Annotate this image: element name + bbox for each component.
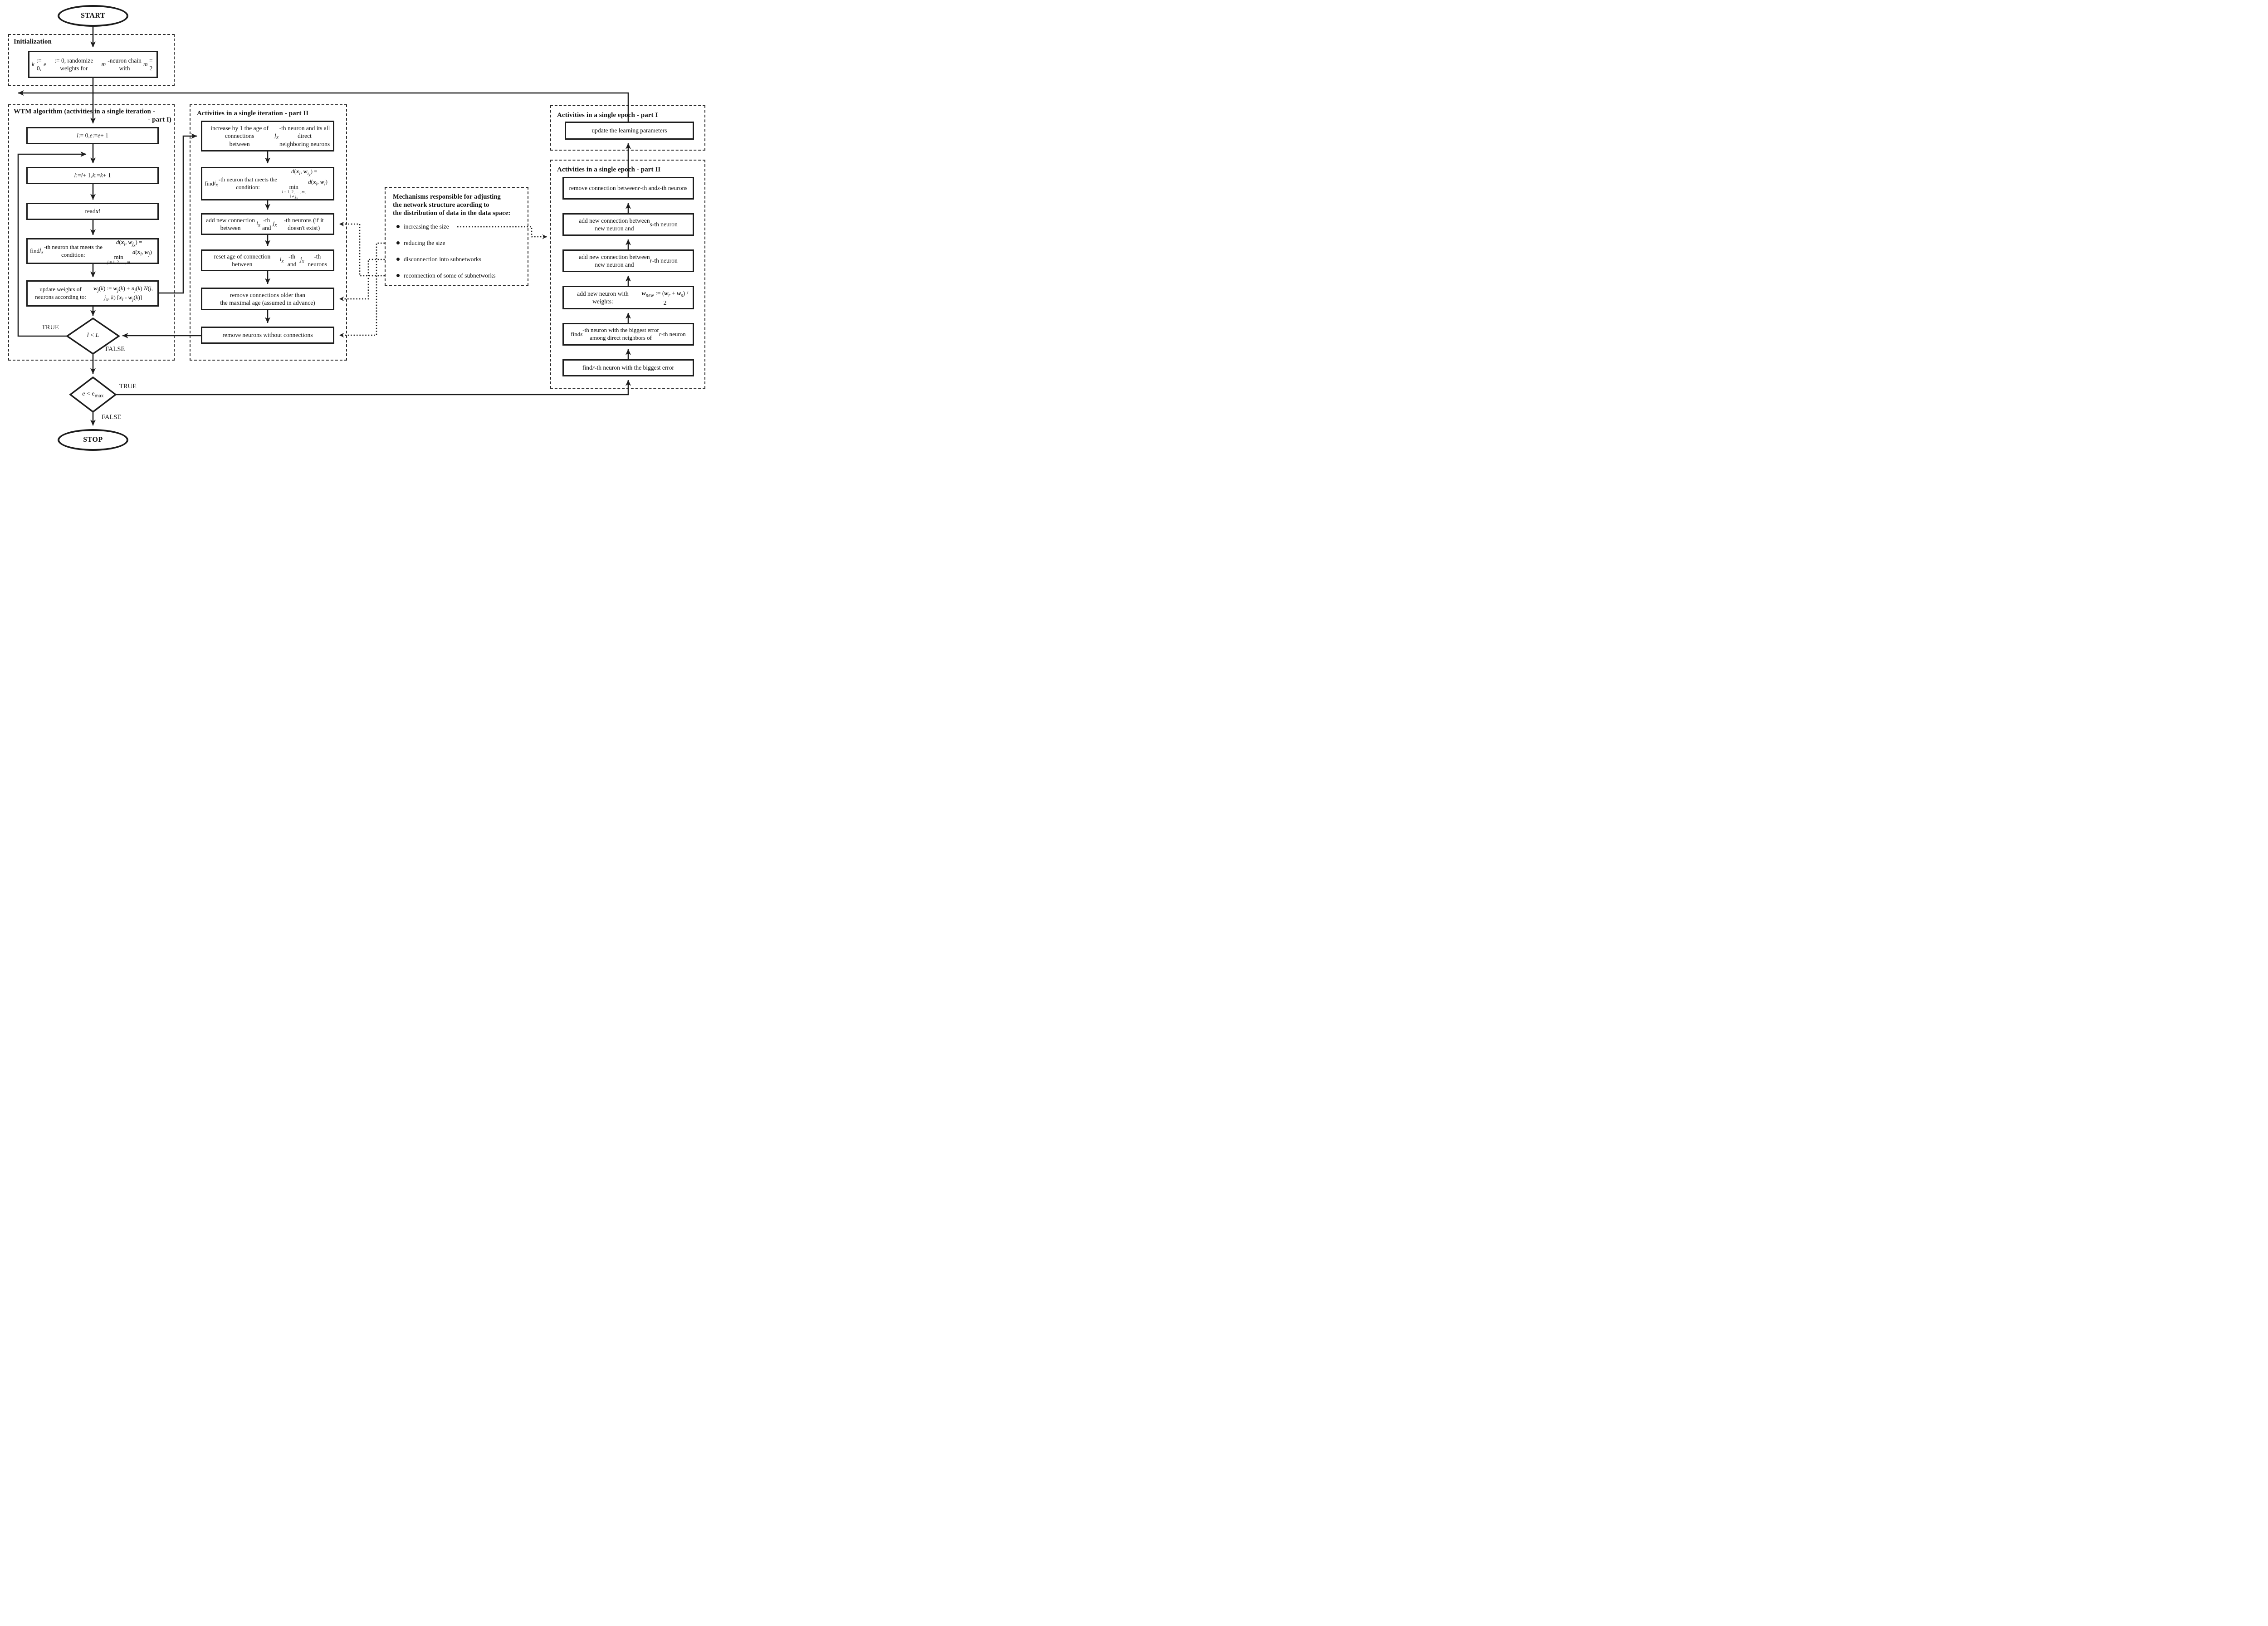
decision2-false-label: FALSE xyxy=(102,414,122,421)
bullet-dot-icon xyxy=(396,274,400,277)
start-terminal: START xyxy=(58,5,128,27)
wtm-title-line2: - part I) xyxy=(148,116,171,123)
solid-connectors xyxy=(17,27,631,426)
wtm-part1-section xyxy=(8,104,175,361)
bullet-dot-icon xyxy=(396,225,400,228)
wtm-title-line1: WTM algorithm (activities in a single it… xyxy=(14,108,155,115)
arrow-epoch-return-line xyxy=(18,90,629,122)
dotted-increasing-to-epoch2 xyxy=(457,226,547,239)
iter2-box-find-second: find ix-th neuron that meets the conditi… xyxy=(201,167,334,200)
mechanism-reducing-label: reducing the size xyxy=(404,239,445,246)
connector-layer xyxy=(17,27,631,426)
iter2-box-remove-neurons: remove neurons without connections xyxy=(201,327,334,344)
stop-terminal: STOP xyxy=(58,429,128,451)
wtm-box-find-winner: find jx-th neuron that meets the conditi… xyxy=(26,238,159,264)
wtm-box-reset-counters: l := 0, e := e + 1 xyxy=(26,127,159,144)
mechanism-reducing: reducing the size xyxy=(396,239,445,247)
decision2-label: e < emax xyxy=(82,391,104,399)
mechanism-reconnection: reconnection of some of subnetworks xyxy=(396,272,495,279)
dotted-reconnection-to-add-connection xyxy=(339,221,385,277)
stop-label: STOP xyxy=(83,436,103,444)
epoch2-title: Activities in a single epoch - part II xyxy=(557,166,661,173)
decision1-false-label: FALSE xyxy=(105,346,125,353)
decision2-true-label: TRUE xyxy=(119,383,137,390)
arrow-wtm-to-iteration2 xyxy=(159,133,197,294)
mechanisms-title-line2: the network structure acording to xyxy=(393,201,489,209)
mechanisms-section xyxy=(385,187,528,286)
epoch2-box-add-neuron: add new neuron with weights:wnew := (wr … xyxy=(562,286,694,309)
start-label: START xyxy=(80,12,106,20)
initialization-section xyxy=(8,34,175,86)
epoch1-title: Activities in a single epoch - part I xyxy=(557,112,658,119)
decision2-diamond xyxy=(69,376,117,413)
epoch1-box-update-parameters: update the learning parameters xyxy=(565,122,694,140)
arrow-loop-true-back xyxy=(17,151,87,337)
decision1-label: l < L xyxy=(87,332,99,339)
iteration2-title: Activities in a single iteration - part … xyxy=(197,110,309,117)
mechanism-increasing-label: increasing the size xyxy=(404,223,449,230)
mechanism-disconnection-label: disconnection into subnetworks xyxy=(404,256,481,263)
decision1-diamond xyxy=(65,317,121,355)
mechanisms-title-line3: the distribution of data in the data spa… xyxy=(393,210,511,217)
dotted-reducing-to-remove-neurons xyxy=(339,242,385,338)
bullet-dot-icon xyxy=(396,258,400,261)
bullet-dot-icon xyxy=(396,241,400,244)
wtm-box-increment-counters: l := l + 1, k := k + 1 xyxy=(26,167,159,184)
decision-diamonds xyxy=(65,317,121,413)
epoch2-box-find-r: find r-th neuron with the biggest error xyxy=(562,359,694,376)
decision1-true-label: TRUE xyxy=(42,324,59,331)
iteration-part2-section xyxy=(190,104,347,361)
flowchart-canvas: START STOP Initialization WTM algorithm … xyxy=(0,0,711,457)
dotted-connectors xyxy=(339,221,547,338)
arrow-decision2-true-to-epoch2 xyxy=(116,380,631,396)
mechanisms-title-line1: Mechanisms responsible for adjusting xyxy=(393,193,501,200)
wtm-box-update-weights: update weights of neurons according to:w… xyxy=(26,280,159,307)
initialization-title: Initialization xyxy=(14,38,52,45)
mechanism-increasing: increasing the size xyxy=(396,223,449,230)
mechanism-disconnection: disconnection into subnetworks xyxy=(396,256,481,263)
mechanism-reconnection-label: reconnection of some of subnetworks xyxy=(404,272,496,279)
dotted-disconnection-to-remove-connections xyxy=(339,259,385,302)
